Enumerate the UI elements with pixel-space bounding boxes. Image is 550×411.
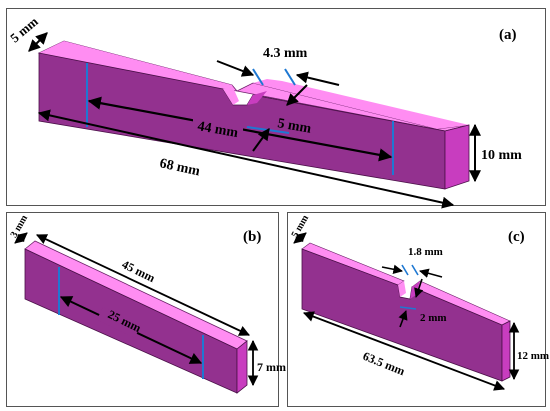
notch-width-mark-c-left	[401, 264, 409, 276]
total-length-arrow-c	[302, 311, 506, 391]
total-length-arrow-a	[37, 109, 455, 209]
notch-width-mark-left	[252, 68, 264, 86]
notch-depth-mark-c	[399, 306, 417, 310]
notch-depth-label-c: 2 mm	[420, 312, 447, 324]
notch-depth-arrow-c-top	[414, 278, 424, 298]
specimen-c-notch-left-face	[398, 281, 406, 297]
thickness-arrow-a	[28, 32, 48, 52]
height-label-c: 12 mm	[517, 350, 549, 362]
specimen-b-end-face	[236, 340, 248, 394]
notch-width-arrow-c-right	[419, 268, 443, 278]
specimen-c-end-face	[501, 320, 511, 382]
panel-label-c: (c)	[508, 229, 525, 245]
total-length-label-c: 63.5 mm	[361, 349, 407, 378]
specimen-a-end-face	[444, 124, 470, 190]
thickness-label-a: 5 mm	[7, 14, 41, 46]
notch-width-mark-right	[284, 68, 296, 86]
thickness-arrow-b	[14, 232, 28, 244]
panel-label-b: (b)	[243, 229, 261, 245]
thickness-label-b: 3 mm	[9, 213, 31, 240]
notch-width-arrow-c-left	[381, 264, 403, 275]
thickness-arrow-c	[293, 232, 307, 244]
total-length-label-b: 45 mm	[120, 257, 158, 285]
height-label-a: 10 mm	[481, 148, 522, 163]
notch-width-arrow-right	[295, 71, 340, 86]
specimen-a-top-face-left	[39, 41, 232, 89]
panel-a: 5 mm 4.3 mm 5 mm 44 mm 68 mm 10 mm (a)	[6, 8, 546, 209]
height-label-b: 7 mm	[257, 360, 286, 374]
total-length-label-a: 68 mm	[158, 156, 201, 179]
thickness-label-c: 5 mm	[290, 213, 312, 240]
panel-b: 3 mm 45 mm 25 mm 7 mm (b)	[6, 212, 286, 407]
specimen-c-front-face	[301, 248, 503, 382]
notch-width-arrow-left	[216, 60, 255, 77]
notch-width-label-a: 4.3 mm	[263, 46, 308, 61]
panel-c: 5 mm 1.8 mm 2 mm 63.5 mm 12 mm (c)	[287, 212, 549, 407]
notch-width-label-c: 1.8 mm	[408, 246, 443, 258]
total-length-arrow-b	[36, 234, 250, 336]
notch-width-mark-c-right	[411, 264, 419, 276]
panel-label-a: (a)	[499, 27, 517, 43]
